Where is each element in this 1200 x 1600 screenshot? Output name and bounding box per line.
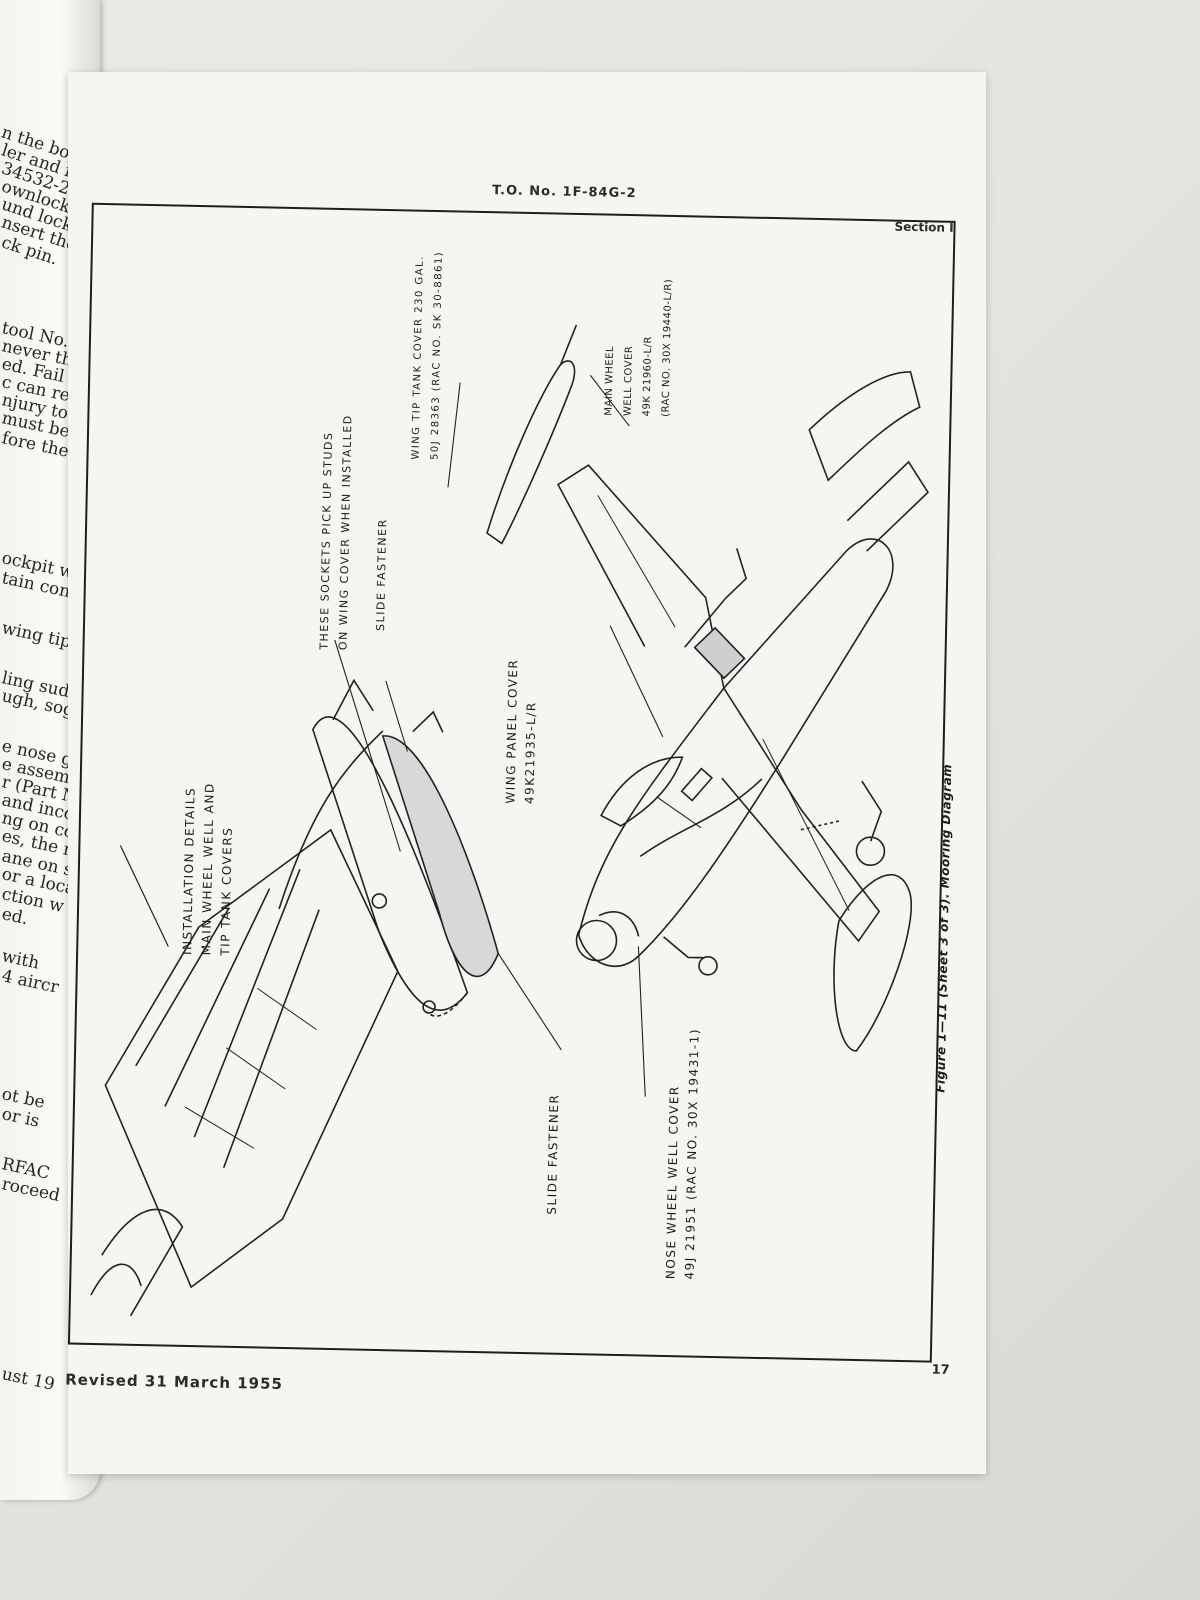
mooring-diagram-illustration [90,324,929,1317]
manual-page: T.O. No. 1F-84G-2 Section I [65,72,986,1474]
main-wheel-well-cover-callout: MAIN WHEEL WELL COVER 49K 21960-L/R (RAC… [603,278,675,417]
page-number: 17 [931,1362,950,1378]
figure-frame: INSTALLATION DETAILS MAIN WHEEL WELL AND… [67,202,956,1363]
document-number: T.O. No. 1F-84G-2 [492,183,637,202]
sockets-callout: THESE SOCKETS PICK UP STUDS ON WING COVE… [317,414,355,651]
nose-wheel-well-cover-callout: NOSE WHEEL WELL COVER 49J 21951 (RAC NO.… [663,1027,702,1280]
slide-fastener-callout-top: SLIDE FASTENER [373,518,390,632]
wing-panel-cover-callout: WING PANEL COVER 49K21935-L/R [503,658,539,805]
aircraft-drawing [486,324,929,1052]
detail-tip-tank-drawing [311,678,500,1017]
revision-date: Revised 31 March 1955 [65,1370,284,1394]
slide-fastener-callout-bottom: SLIDE FASTENER [544,1093,562,1215]
wing-tip-tank-cover-callout: WING TIP TANK COVER 230 GAL. 50J 28363 (… [410,250,445,461]
installation-details-label: INSTALLATION DETAILS MAIN WHEEL WELL AND… [180,782,235,956]
detail-wing-drawing [90,730,399,1317]
leader-lines [334,374,702,1097]
